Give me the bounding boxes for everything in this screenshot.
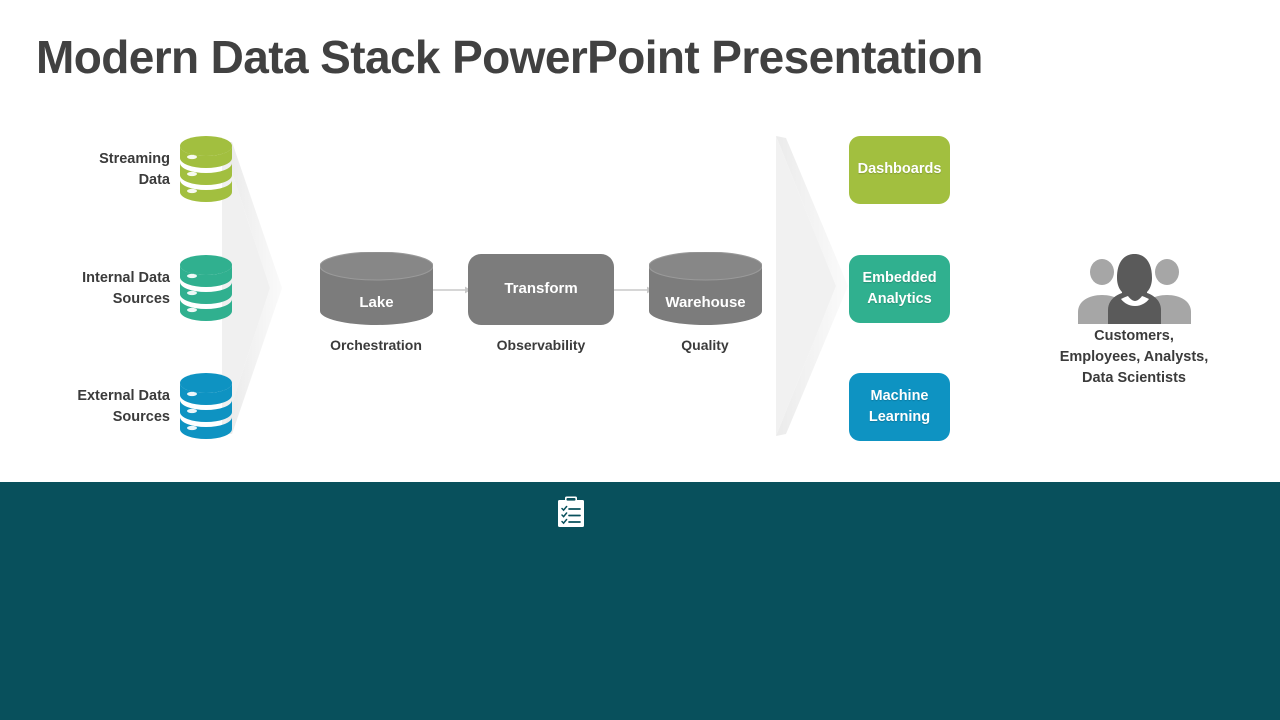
pipeline-node-transform[interactable]: Transform (468, 254, 614, 325)
people-group-icon (1078, 254, 1191, 324)
source-label: Internal Data Sources (82, 269, 170, 307)
footer-band (0, 482, 1280, 720)
pipeline-node-label: Lake (359, 294, 394, 311)
source-label: External Data Sources (77, 387, 170, 425)
source-row-internal[interactable]: Internal Data Sources (58, 253, 234, 325)
database-icon (180, 373, 232, 439)
pipeline-node-lake[interactable]: Lake (319, 251, 434, 325)
outcome-box-embedded-analytics[interactable]: Embedded Analytics (849, 255, 950, 323)
pipeline-node-label: Warehouse (665, 294, 746, 311)
pipeline-caption-quality: Quality (681, 337, 729, 353)
cylinder-shape (319, 251, 434, 325)
source-row-streaming[interactable]: Streaming Data (58, 134, 234, 206)
pipeline-caption-orchestration: Orchestration (330, 337, 422, 353)
connector-lake-to-transform (432, 286, 471, 294)
right-flow-arrow-icon (776, 136, 848, 436)
source-label: Streaming Data (99, 150, 170, 188)
pipeline-caption-observability: Observability (496, 337, 586, 353)
source-row-external[interactable]: External Data Sources (58, 371, 234, 443)
outcome-box-machine-learning[interactable]: Machine Learning (849, 373, 950, 441)
pipeline-node-warehouse[interactable]: Warehouse (648, 251, 763, 325)
outcome-box-dashboards[interactable]: Dashboards (849, 136, 950, 204)
clipboard-checklist-icon (558, 496, 584, 527)
cylinder-shape (648, 251, 763, 325)
database-icon (180, 255, 232, 321)
database-icon (180, 136, 232, 202)
pipeline-node-label: Transform (504, 280, 578, 297)
connector-transform-to-warehouse (614, 286, 653, 294)
consumers-caption: Customers, Employees, Analysts, Data Sci… (1059, 328, 1209, 387)
page-title: Modern Data Stack PowerPoint Presentatio… (36, 31, 983, 83)
